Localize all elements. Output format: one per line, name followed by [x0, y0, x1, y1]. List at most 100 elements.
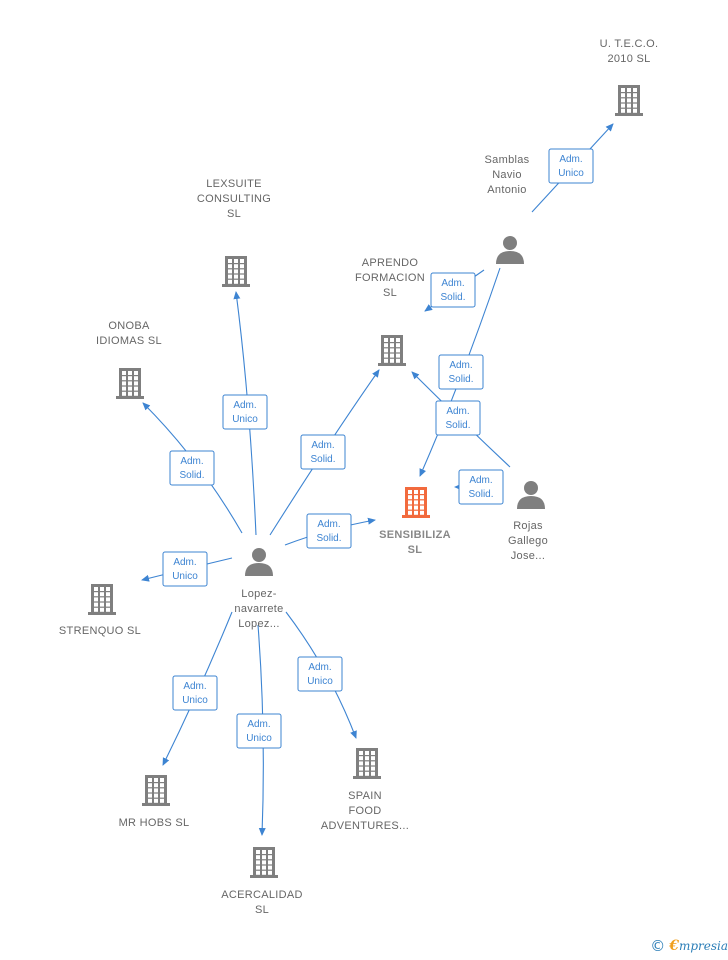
- node-label-line: SL: [408, 544, 423, 556]
- company-building-icon[interactable]: [378, 335, 406, 366]
- relationship-label: Adm.: [317, 519, 340, 530]
- relationship-badge[interactable]: Adm.Unico: [236, 713, 282, 749]
- node-label-sensibiliza[interactable]: SENSIBILIZA SL: [379, 529, 451, 556]
- node-label-line: Lopez-: [241, 588, 276, 600]
- node-label-uteco[interactable]: U. T.E.C.O. 2010 SL: [600, 38, 659, 65]
- person-icon[interactable]: [496, 236, 524, 264]
- company-building-icon[interactable]: [353, 748, 381, 779]
- node-label-strenquo[interactable]: STRENQUO SL: [59, 625, 141, 637]
- node-label-line: Navio: [492, 169, 522, 181]
- relationship-label: Solid.: [445, 420, 470, 431]
- relationship-badge[interactable]: Adm. Solid.: [306, 513, 352, 549]
- company-building-icon[interactable]: [142, 775, 170, 806]
- relationship-label: Adm.: [173, 557, 196, 568]
- node-label-line: SL: [227, 208, 241, 220]
- node-label-lopez[interactable]: Lopez-navarreteLopez...: [234, 588, 283, 630]
- company-building-icon[interactable]: [222, 256, 250, 287]
- node-label-line: U. T.E.C.O.: [600, 38, 659, 50]
- edge-lopez-spainfood: Adm. Unico: [285, 611, 357, 739]
- relationship-label: Solid.: [316, 533, 341, 544]
- node-label-line: FORMACION: [355, 272, 425, 284]
- node-label-line: IDIOMAS SL: [96, 335, 162, 347]
- focus-company-building-icon[interactable]: [402, 487, 430, 518]
- edge-lopez-acercalidad: Adm.Unico: [236, 624, 282, 836]
- edge-lopez-lexsuite: Adm. Unico: [222, 291, 268, 536]
- node-label-line: Jose...: [511, 550, 546, 562]
- node-label-mrhobs[interactable]: MR HOBS SL: [119, 817, 190, 829]
- relationship-badge[interactable]: Adm. Unico: [297, 656, 343, 692]
- relationship-label: Adm.: [311, 440, 334, 451]
- relationship-label: Unico: [558, 168, 584, 179]
- company-building-icon[interactable]: [88, 584, 116, 615]
- relationship-label: Solid.: [179, 470, 204, 481]
- edge-rojas-sensibiliza: Adm. Solid.: [454, 469, 504, 505]
- node-label-line: 2010 SL: [607, 53, 650, 65]
- node-label-aprendo[interactable]: APRENDO FORMACION SL: [355, 257, 425, 299]
- relationship-label: Unico: [307, 676, 333, 687]
- relationship-label: Solid.: [440, 292, 465, 303]
- node-label-line: ONOBA: [108, 320, 150, 332]
- relationship-badge[interactable]: Adm. Solid.: [458, 469, 504, 505]
- footer-brand[interactable]: © €mpresia: [650, 936, 728, 956]
- node-label-line: SPAIN: [348, 790, 382, 802]
- relationship-badge[interactable]: Adm.Solid.: [300, 434, 346, 470]
- relationship-badge[interactable]: Adm. Unico: [222, 394, 268, 430]
- relationship-label: Unico: [182, 695, 208, 706]
- node-label-line: navarrete: [234, 603, 283, 615]
- edge-lopez-mrhobs: Adm. Unico: [162, 611, 233, 766]
- edge-samblas-sensibiliza: Adm. Solid.: [419, 267, 501, 477]
- node-label-line: SL: [255, 904, 269, 916]
- node-label-line: ADVENTURES...: [321, 820, 409, 832]
- node-label-line: Samblas: [485, 154, 530, 166]
- node-label-line: FOOD: [349, 805, 382, 817]
- edge-lopez-strenquo: Adm. Unico: [141, 551, 233, 587]
- node-label-line: LEXSUITE: [206, 178, 262, 190]
- person-icon[interactable]: [517, 481, 545, 509]
- relationship-label: Adm.: [180, 456, 203, 467]
- copyright-icon: ©: [650, 937, 666, 955]
- relationship-label: Adm.: [449, 360, 472, 371]
- relationship-badge[interactable]: Adm. Solid.: [438, 354, 484, 390]
- node-label-line: Antonio: [487, 184, 526, 196]
- relationship-label: Unico: [172, 571, 198, 582]
- relationship-label: Adm.: [308, 662, 331, 673]
- node-label-line: MR HOBS SL: [119, 817, 190, 829]
- relationship-label: Solid.: [448, 374, 473, 385]
- edge-rojas-aprendo: Adm.Solid.: [411, 371, 511, 468]
- node-label-line: Rojas: [513, 520, 543, 532]
- node-label-line: Lopez...: [238, 618, 280, 630]
- relationship-badge[interactable]: Adm. Solid.: [169, 450, 215, 486]
- relationship-badge[interactable]: Adm. Unico: [172, 675, 218, 711]
- relationship-label: Adm.: [233, 400, 256, 411]
- person-icon[interactable]: [245, 548, 273, 576]
- relationship-label: Unico: [246, 733, 272, 744]
- relationship-label: Adm.: [559, 154, 582, 165]
- node-label-line: SL: [383, 287, 397, 299]
- node-label-spainfood[interactable]: SPAIN FOOD ADVENTURES...: [321, 790, 409, 832]
- relationship-label: Adm.: [441, 278, 464, 289]
- relationship-badge[interactable]: Adm.Solid.: [435, 400, 481, 436]
- relationship-badge[interactable]: Adm. Unico: [548, 148, 594, 184]
- node-label-line: ACERCALIDAD: [221, 889, 303, 901]
- node-label-line: STRENQUO SL: [59, 625, 141, 637]
- node-label-line: APRENDO: [362, 257, 419, 269]
- company-building-icon[interactable]: [250, 847, 278, 878]
- company-building-icon[interactable]: [116, 368, 144, 399]
- relationship-label: Adm.: [183, 681, 206, 692]
- company-building-icon[interactable]: [615, 85, 643, 116]
- edge-samblas-aprendo: Adm. Solid.: [424, 269, 485, 312]
- node-label-acercalidad[interactable]: ACERCALIDAD SL: [221, 889, 303, 916]
- relationship-label: Unico: [232, 414, 258, 425]
- node-label-rojas[interactable]: RojasGallegoJose...: [508, 520, 548, 562]
- edge-samblas-uteco: Adm. Unico: [531, 123, 614, 213]
- relationship-label: Adm.: [469, 475, 492, 486]
- relationship-badge[interactable]: Adm. Solid.: [430, 272, 476, 308]
- relationship-label: Solid.: [468, 489, 493, 500]
- relationship-badge[interactable]: Adm. Unico: [162, 551, 208, 587]
- node-label-line: SENSIBILIZA: [379, 529, 451, 541]
- edge-lopez-onoba: Adm. Solid.: [142, 402, 243, 534]
- node-label-onoba[interactable]: ONOBA IDIOMAS SL: [96, 320, 162, 347]
